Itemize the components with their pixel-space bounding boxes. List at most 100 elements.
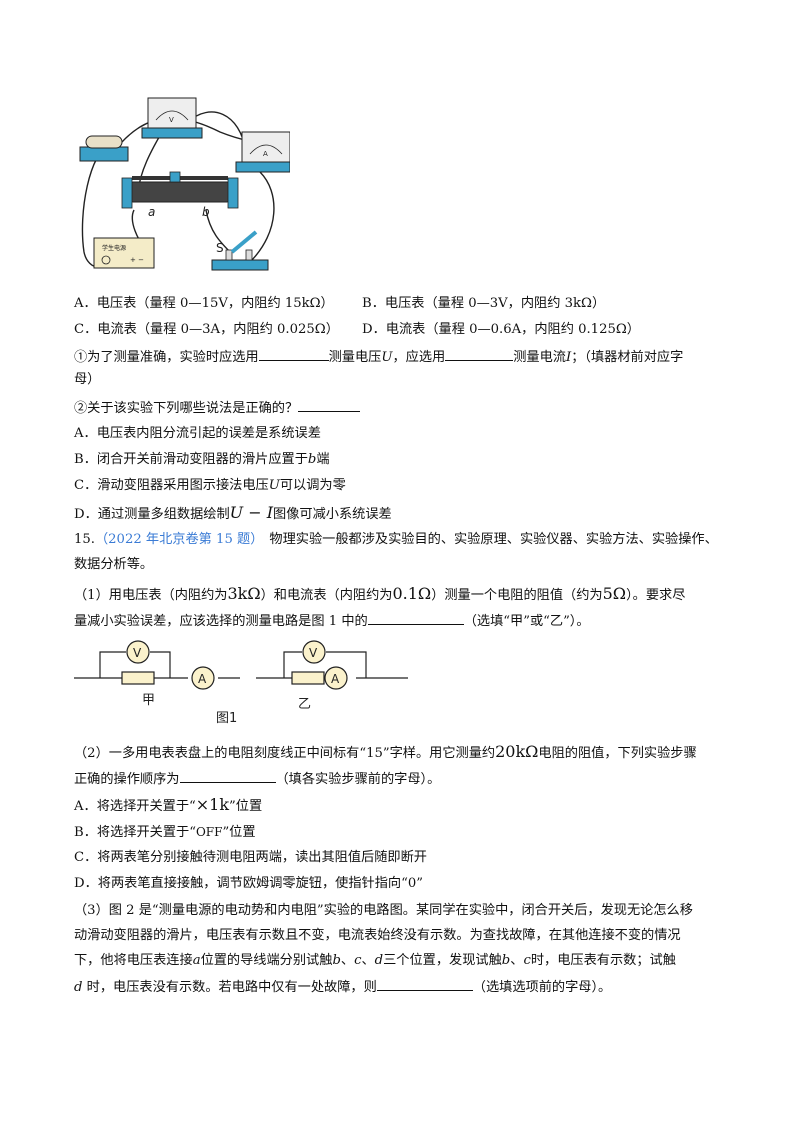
q2-option-c-pre: C．滑动变阻器采用图示接法电压: [74, 478, 269, 493]
q15-p3-l3c: 、: [340, 953, 355, 968]
option-b-line: B．电压表（量程 0—3V，内阻约 3kΩ）: [362, 294, 605, 314]
option-b-text: B．电压表（量程 0—3V，内阻约 3kΩ）: [362, 296, 606, 311]
q15-p1-e: 量减小实验误差，应该选择的测量电路是图 1 中的: [74, 614, 368, 629]
q1-var-i: I: [566, 350, 572, 365]
q15-p1-f: （选填“甲”或“乙”）。: [463, 614, 590, 629]
q15-p3-l3b: 位置的导线端分别试触: [200, 953, 333, 968]
q2-stem-text: ②关于该实验下列哪些说法是正确的？: [74, 401, 299, 416]
q15-p1-d: ）。要求尽: [626, 588, 686, 603]
q15-part3-line4: d 时，电压表没有示数。若电路中仅有一处故障，则 （选填选项前的字母）。: [74, 976, 611, 998]
q2-option-d-pre: D．通过测量多组数据绘制: [74, 507, 230, 522]
switch-label: S: [216, 241, 224, 255]
q15-p3-l3e: 三个位置，发现试触: [383, 953, 502, 968]
ammeter-label: A: [263, 150, 268, 158]
step-c: C．将两表笔分别接触待测电阻两端，读出其阻值后随即断开: [74, 848, 427, 868]
step-c-text: C．将两表笔分别接触待测电阻两端，读出其阻值后随即断开: [74, 850, 427, 865]
q15-p1-b: ）和电流表（内阻约为: [260, 588, 393, 603]
fig-1-caption: 图1: [216, 711, 237, 726]
fig-jia-ammeter: A: [198, 672, 207, 686]
terminal-a-label: a: [148, 205, 155, 219]
q15-number: 15.: [74, 532, 95, 547]
q2-option-b-var: b: [307, 452, 317, 467]
question-1-line: ①为了测量准确，实验时应选用测量电压U，应选用测量电流I；（填器材前对应字: [74, 346, 683, 368]
power-supply-label: 学生电源: [102, 244, 126, 252]
q15-p3-var-b2: b: [501, 953, 511, 968]
q15-p3-var-c: c: [354, 953, 362, 968]
q1-var-u: U: [381, 350, 393, 365]
q15-p1-c: ）测量一个电阻的阻值（约为: [431, 588, 603, 603]
step-d: D．将两表笔直接接触，调节欧姆调零旋钮，使指针指向“0”: [74, 874, 423, 894]
q15-header: 15.（2022 年北京卷第 15 题） 物理实验一般都涉及实验目的、实验原理、实…: [74, 530, 718, 550]
q15-p1-r2: 0.1Ω: [392, 584, 432, 603]
q15-p3-l3a: 下，他将电压表连接: [74, 953, 193, 968]
step-a: A．将选择开关置于“×1k”位置: [74, 795, 262, 817]
voltmeter-label: V: [169, 116, 174, 124]
q15-p3-var-b: b: [332, 953, 341, 968]
q15-part2-line2: 正确的操作顺序为 （填各实验步骤前的字母）。: [74, 768, 440, 790]
q2-option-d-var: U − I: [229, 503, 274, 522]
q15-part3-line1: （3）图 2 是“测量电源的电动势和内电阻”实验的电路图。某同学在实验中，闭合开…: [74, 901, 693, 921]
answer-blank-q2[interactable]: [298, 397, 361, 412]
option-c-line: C．电流表（量程 0—3A，内阻约 0.025Ω）: [74, 320, 339, 340]
step-b-post: ”位置: [222, 825, 256, 840]
q1-text-3: ，应选用: [392, 350, 446, 365]
option-d-line: D．电流表（量程 0—0.6A，内阻约 0.125Ω）: [362, 320, 640, 340]
q15-p3-l4a: 时，电压表没有示数。若电路中仅有一处故障，则: [82, 980, 377, 995]
q2-option-a: A．电压表内阻分流引起的误差是系统误差: [74, 424, 321, 444]
q2-option-c-var: U: [268, 478, 280, 493]
step-b-sym: OFF: [195, 825, 223, 839]
answer-blank-voltmeter[interactable]: [258, 346, 329, 361]
step-a-post: ”位置: [229, 799, 263, 814]
q2-option-b-pre: B．闭合开关前滑动变阻器的滑片应置于: [74, 452, 308, 467]
q2-option-b: B．闭合开关前滑动变阻器的滑片应置于b端: [74, 450, 330, 470]
option-d-text: D．电流表（量程 0—0.6A，内阻约 0.125Ω）: [362, 322, 640, 337]
q1-text-6: 母）: [74, 372, 101, 387]
q1-text-1: ①为了测量准确，实验时应选用: [74, 350, 259, 365]
q15-part3-line2: 动滑动变阻器的滑片，电压表有示数且不变，电流表始终没有示数。为查找故障，在其他连…: [74, 926, 681, 946]
fig-jia-label: 甲: [142, 693, 155, 708]
q2-option-d-post: 图像可减小系统误差: [273, 507, 392, 522]
fig-yi-ammeter: A: [331, 672, 340, 686]
q15-p3-l2: 动滑动变阻器的滑片，电压表有示数且不变，电流表始终没有示数。为查找故障，在其他连…: [74, 928, 681, 943]
fig-yi-voltmeter: V: [309, 646, 318, 660]
q2-option-c-post: 可以调为零: [279, 478, 346, 493]
q15-p2-b: 电阻的阻值，下列实验步骤: [538, 746, 697, 761]
q15-p3-l1: （3）图 2 是“测量电源的电动势和内电阻”实验的电路图。某同学在实验中，闭合开…: [74, 903, 693, 918]
answer-blank-part2[interactable]: [179, 768, 276, 783]
q15-part2-line1: （2）一多用电表表盘上的电阻刻度线正中间标有“15”字样。用它测量约20kΩ电阻…: [74, 742, 697, 764]
q15-p3-l4b: （选填选项前的字母）。: [472, 980, 612, 995]
q15-p2-c: 正确的操作顺序为: [74, 772, 180, 787]
q15-p3-var-d: d: [374, 953, 384, 968]
q15-p2-r: 20kΩ: [495, 742, 539, 761]
q2-option-b-post: 端: [316, 452, 330, 467]
q15-part1-line2: 量减小实验误差，应该选择的测量电路是图 1 中的 （选填“甲”或“乙”）。: [74, 610, 590, 632]
fig-jia-voltmeter: V: [133, 646, 142, 660]
answer-blank-part3[interactable]: [376, 976, 473, 991]
q15-p2-a: （2）一多用电表表盘上的电阻刻度线正中间标有“15”字样。用它测量约: [74, 746, 496, 761]
fig-yi-label: 乙: [298, 697, 311, 712]
step-d-text: D．将两表笔直接接触，调节欧姆调零旋钮，使指针指向“0”: [74, 876, 423, 891]
q15-p1-a: （1）用电压表（内阻约为: [74, 588, 228, 603]
q15-p3-l3d: 、: [361, 953, 375, 968]
q15-stem-1: 物理实验一般都涉及实验目的、实验原理、实验仪器、实验方法、实验操作、: [269, 532, 718, 547]
q15-p3-var-c2: c: [523, 953, 531, 968]
step-a-sym: ×1k: [195, 795, 230, 814]
q15-p1-r3: 5Ω: [602, 584, 627, 603]
q15-p3-var-d2: d: [74, 980, 83, 995]
option-c-text: C．电流表（量程 0—3A，内阻约 0.025Ω）: [74, 322, 339, 337]
step-a-pre: A．将选择开关置于“: [74, 799, 196, 814]
q2-option-a-text: A．电压表内阻分流引起的误差是系统误差: [74, 426, 321, 441]
answer-blank-ammeter[interactable]: [445, 346, 514, 361]
q15-source-link[interactable]: （2022 年北京卷第 15 题）: [94, 532, 264, 547]
q15-p2-d: （填各实验步骤前的字母）。: [275, 772, 441, 787]
q15-p1-r1: 3kΩ: [227, 584, 261, 603]
q15-stem-line-2: 数据分析等。: [74, 555, 153, 575]
option-a-text: A．电压表（量程 0—15V，内阻约 15kΩ）: [74, 296, 334, 311]
q1-text-5: ；（填器材前对应字: [571, 350, 684, 365]
q1-text-4: 测量电流: [513, 350, 566, 365]
answer-blank-part1[interactable]: [367, 610, 464, 625]
q15-stem-2: 数据分析等。: [74, 557, 154, 572]
step-b: B．将选择开关置于“OFF”位置: [74, 822, 256, 843]
option-a-line: A．电压表（量程 0—15V，内阻约 15kΩ）: [74, 294, 334, 314]
